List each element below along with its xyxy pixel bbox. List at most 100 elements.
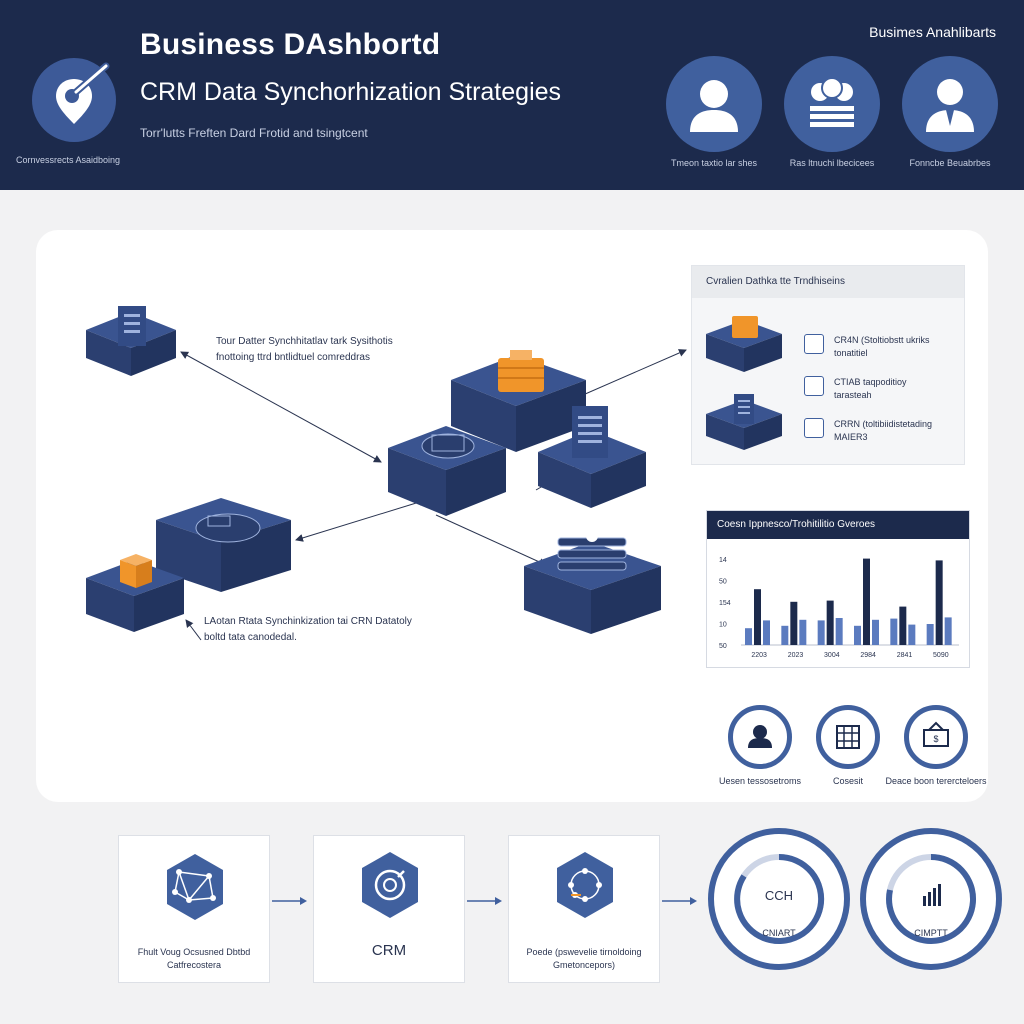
card-item-text: CRRN (toltibiidistetading MAIER3 bbox=[834, 418, 932, 444]
x-tick-label: 2984 bbox=[860, 652, 876, 659]
bar[interactable] bbox=[890, 618, 898, 645]
network-icon bbox=[167, 854, 223, 920]
bar[interactable] bbox=[763, 620, 770, 645]
bar[interactable] bbox=[835, 618, 843, 645]
flow-label-line: Fhult Voug Ocsusned Dbtbd bbox=[137, 947, 251, 957]
svg-text:$: $ bbox=[933, 734, 938, 744]
flow-label-line: Gmetoncepors) bbox=[552, 960, 616, 970]
bar[interactable] bbox=[790, 601, 798, 645]
arrow-right-icon bbox=[272, 897, 307, 905]
table-icon bbox=[804, 418, 824, 438]
card-item-text: CTIAB taqpoditioy tarasteah bbox=[834, 376, 907, 402]
flow-label: CRM bbox=[314, 943, 464, 958]
card-item-line: tonatitiel bbox=[834, 348, 868, 358]
card-title: Cvralien Dathka tte Trndhiseins bbox=[692, 266, 964, 298]
bar[interactable] bbox=[799, 619, 807, 645]
storage-block-icon bbox=[451, 350, 586, 452]
header-banner: Business DAshbortd CRM Data Synchorhizat… bbox=[0, 0, 1024, 190]
arrow-right-icon bbox=[467, 897, 502, 905]
ring-label: CNIART bbox=[762, 928, 796, 938]
annotation-top: Tour Datter Synchhitatlav tark Sysithoti… bbox=[216, 334, 393, 366]
lightbulb-icon bbox=[804, 334, 824, 354]
circle-label: Deace boon terercteloers bbox=[885, 776, 987, 786]
flow-step-source[interactable]: Fhult Voug Ocsusned Dbtbd Catfrecostera bbox=[118, 835, 270, 983]
bar[interactable] bbox=[754, 589, 761, 645]
arrow-right-icon bbox=[662, 897, 697, 905]
flow-label-line: Poede (pswevelie tirnoldoing bbox=[526, 947, 642, 957]
x-tick-label: 2841 bbox=[897, 652, 913, 659]
y-tick-label: 154 bbox=[719, 600, 731, 607]
bar[interactable] bbox=[817, 620, 825, 645]
y-tick-label: 14 bbox=[719, 557, 727, 564]
flow-step-hub[interactable]: Poede (pswevelie tirnoldoing Gmetoncepor… bbox=[508, 835, 660, 983]
cube-block-icon bbox=[86, 554, 184, 632]
annotation-line: Tour Datter Synchhitatlav tark Sysithoti… bbox=[216, 336, 393, 347]
x-tick-label: 3004 bbox=[824, 652, 840, 659]
bar-chart-card: Coesn Ippnesco/Trohitilitio Gveroes 14 50… bbox=[706, 510, 970, 668]
page-title: Business DAshbortd bbox=[140, 28, 441, 61]
card-item-line: CR4N (Stoltiobstt ukriks bbox=[834, 335, 930, 345]
bar[interactable] bbox=[854, 625, 861, 645]
annotation-line: boltd tata canodedal. bbox=[204, 632, 297, 643]
ring-center-text: CCH bbox=[764, 888, 794, 903]
logo-pin-icon bbox=[32, 58, 116, 142]
x-tick-label: 2203 bbox=[751, 652, 767, 659]
main-panel: Tour Datter Synchhitatlav tark Sysithoti… bbox=[36, 230, 988, 802]
bar[interactable] bbox=[872, 619, 879, 645]
ring-icon[interactable]: CCH CNIART bbox=[708, 828, 850, 970]
sync-diagram bbox=[86, 306, 687, 641]
executive-icon[interactable] bbox=[902, 56, 998, 152]
annotation-line: LAotan Rtata Synchinkization tai CRN Dat… bbox=[204, 616, 412, 627]
annotation-line: fnottoing ttrd bntlidtuel comreddras bbox=[216, 352, 370, 363]
layers-block-icon bbox=[524, 530, 661, 634]
card-blocks-icon bbox=[706, 316, 782, 450]
page-subtitle: CRM Data Synchorhization Strategies bbox=[140, 78, 562, 106]
chat-block-icon bbox=[156, 498, 291, 592]
circle-label: Cosesit bbox=[832, 776, 863, 786]
header-right-title: Busimes Anahlibarts bbox=[869, 24, 996, 40]
bar-chart: 14 50 154 10 50 2203 2023 3004 2984 2841 5090 bbox=[719, 557, 959, 659]
flow-label: Poede (pswevelie tirnoldoing Gmetoncepor… bbox=[509, 946, 659, 972]
flow-step-crm[interactable]: CRM bbox=[313, 835, 465, 983]
flow-label-line: Catfrecostera bbox=[166, 960, 222, 970]
money-icon[interactable]: $ bbox=[904, 705, 968, 769]
chart-icon bbox=[804, 376, 824, 396]
card-item-line: tarasteah bbox=[834, 390, 872, 400]
y-tick-label: 10 bbox=[719, 622, 727, 629]
person-icon[interactable] bbox=[666, 56, 762, 152]
bar[interactable] bbox=[826, 600, 834, 645]
bar[interactable] bbox=[781, 625, 789, 645]
bar[interactable] bbox=[899, 606, 907, 645]
card-item-line: CRRN (toltibiidistetading bbox=[834, 419, 933, 429]
bar[interactable] bbox=[745, 628, 752, 645]
page-tagline: Torr'lutts Freften Dard Frotid and tsing… bbox=[140, 126, 368, 140]
database-block-icon bbox=[388, 426, 506, 516]
x-tick-label: 2023 bbox=[788, 652, 804, 659]
grid-icon[interactable] bbox=[816, 705, 880, 769]
x-tick-label: 5090 bbox=[933, 652, 949, 659]
hub-icon bbox=[557, 852, 613, 918]
bar[interactable] bbox=[908, 624, 916, 645]
chart-title: Coesn Ippnesco/Trohitilitio Gveroes bbox=[707, 511, 969, 539]
card-item-line: MAIER3 bbox=[834, 432, 868, 442]
bar[interactable] bbox=[863, 558, 870, 645]
user-icon[interactable] bbox=[728, 705, 792, 769]
server-block-icon bbox=[86, 306, 176, 376]
sync-summary-card: Cvralien Dathka tte Trndhiseins CR4N (St… bbox=[691, 265, 965, 465]
team-icon[interactable] bbox=[784, 56, 880, 152]
persona-label: Tmeon taxtio lar shes bbox=[670, 158, 758, 168]
server-tower-block-icon bbox=[538, 406, 646, 508]
y-tick-label: 50 bbox=[719, 643, 727, 650]
annotation-bottom: LAotan Rtata Synchinkization tai CRN Dat… bbox=[204, 614, 412, 646]
bar[interactable] bbox=[926, 624, 934, 645]
logo-caption: Cornvessrects Asaidboing bbox=[16, 155, 121, 165]
crm-icon bbox=[362, 852, 418, 918]
circle-label: Uesen tessosetroms bbox=[718, 776, 802, 786]
bar[interactable] bbox=[944, 617, 952, 645]
persona-label: Ras ltnuchi lbecicees bbox=[789, 158, 875, 168]
y-tick-label: 50 bbox=[719, 579, 727, 586]
card-item-text: CR4N (Stoltiobstt ukriks tonatitiel bbox=[834, 334, 930, 360]
bar[interactable] bbox=[935, 560, 943, 645]
flow-label: Fhult Voug Ocsusned Dbtbd Catfrecostera bbox=[119, 946, 269, 972]
bar-chart-icon[interactable]: CIMPTT bbox=[860, 828, 1002, 970]
